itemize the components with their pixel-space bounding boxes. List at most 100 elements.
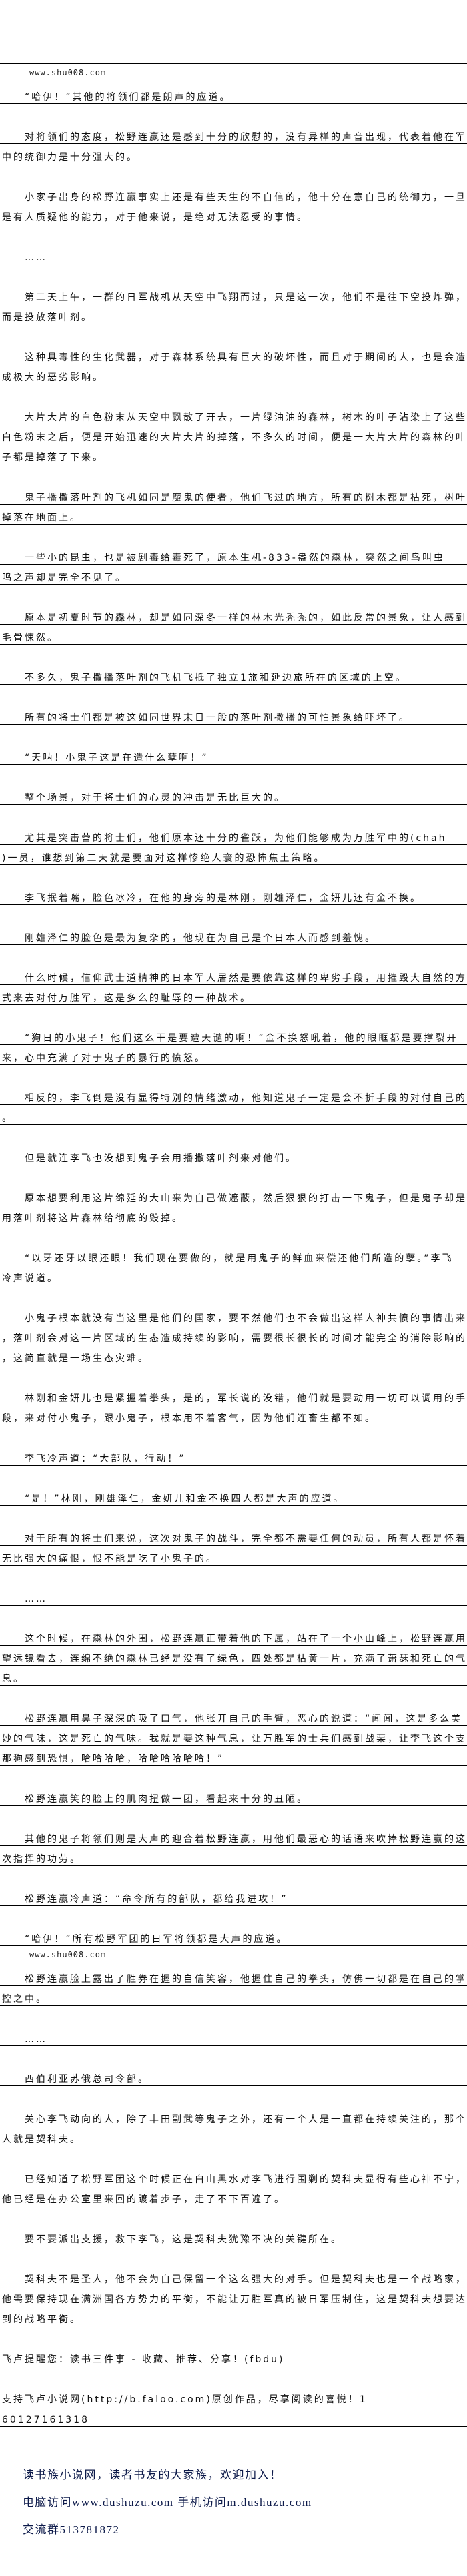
paragraph-spacer xyxy=(0,1225,467,1245)
text-line: 松野连赢冷声道：“命令所有的部队，都给我进攻！” xyxy=(0,1886,467,1906)
paragraph: “狗日的小鬼子！他们这么干是要遭天谴的啊！”金不换怒吼着，他的眼眶都是要撑裂开来… xyxy=(0,1005,467,1065)
paragraph-spacer xyxy=(0,1606,467,1626)
paragraph-spacer xyxy=(0,1365,467,1385)
text-line: 控之中。 xyxy=(0,1986,467,2006)
text-line: 掉落在地面上。 xyxy=(0,505,467,525)
paragraph: 其他的鬼子将领们则是大声的迎合着松野连赢，用他们最恶心的话语来吹捧松野连赢的这次… xyxy=(0,1806,467,1866)
paragraph-spacer xyxy=(0,1065,467,1085)
paragraph: www.shu008.com“哈伊！”其他的将领们都是朗声的应道。 xyxy=(0,64,467,104)
text-line: 大片大片的白色粉末从天空中飘散了开去，一片绿油油的森林，树木的叶子沾染上了这些 xyxy=(0,404,467,424)
text-line: 到的战略平衡。 xyxy=(0,2306,467,2326)
text-line: 关心李飞动向的人，除了丰田副武等鬼子之外，还有一个人是一直都在持续关注的，那个 xyxy=(0,2106,467,2126)
text-line: 是有人质疑他的能力，对于他来说，是绝对无法忍受的事情。 xyxy=(0,204,467,224)
paragraph: 但是就连李飞也没想到鬼子会用播撒落叶剂来对他们。 xyxy=(0,1125,467,1165)
paragraph-spacer xyxy=(0,1766,467,1786)
text-line: …… xyxy=(0,1586,467,1606)
text-line: “是！”林刚，刚雄泽仁，金妍儿和金不换四人都是大声的应道。 xyxy=(0,1486,467,1506)
text-line: 息。 xyxy=(0,1666,467,1686)
paragraph: 李飞冷声道：“大部队，行动！” xyxy=(0,1425,467,1466)
paragraph: 对将领们的态度，松野连赢还是感到十分的欣慰的，没有异样的声音出现，代表着他在军中… xyxy=(0,104,467,164)
paragraph-spacer xyxy=(0,324,467,344)
paragraph-spacer xyxy=(0,2006,467,2026)
text-line: 妙的气味，这是死亡的气味。我就是要这种气息，让万胜军的士兵们感到战栗，让李飞这个… xyxy=(0,1726,467,1746)
text-line: 刚雄泽仁的脸色是最为复杂的，他现在为自己是个日本人而感到羞愧。 xyxy=(0,925,467,945)
paragraph: 李飞抿着嘴，脸色冰冷，在他的身旁的是林刚，刚雄泽仁，金妍儿还有金不换。 xyxy=(0,865,467,905)
text-line: 西伯利亚苏俄总司令部。 xyxy=(0,2066,467,2086)
paragraph: 一些小的昆虫，也是被剧毒给毒死了，原本生机-833-盎然的森林，突然之间鸟叫虫鸣… xyxy=(0,525,467,585)
paragraph: 林刚和金妍儿也是紧握着拳头，是的，军长说的没错，他们就是要动用一切可以调用的手段… xyxy=(0,1365,467,1425)
paragraph-spacer xyxy=(0,805,467,825)
text-line: 子都是掉落了下来。 xyxy=(0,444,467,464)
paragraph: 松野连赢冷声道：“命令所有的部队，都给我进攻！” xyxy=(0,1866,467,1906)
text-line: 白色粉末之后，便是开始迅速的大片大片的掉落，不多久的时间，便是一大片大片的森林的… xyxy=(0,424,467,444)
footer-access-links[interactable]: 电脑访问www.dushuzu.com 手机访问m.dushuzu.com xyxy=(23,2496,312,2509)
paragraph-spacer xyxy=(0,905,467,925)
paragraph: 契科夫不是圣人，他不会为自己保留一个这么强大的对手。但是契科夫也是一个战略家，他… xyxy=(0,2246,467,2326)
paragraph: 松野连赢用鼻子深深的吸了口气，他张开自己的手臂，恶心的说道：“闻闻，这是多么美妙… xyxy=(0,1686,467,1766)
text-line: 李飞抿着嘴，脸色冰冷，在他的身旁的是林刚，刚雄泽仁，金妍儿还有金不换。 xyxy=(0,885,467,905)
paragraph-spacer xyxy=(0,164,467,184)
text-line: 鸣之声却是完全不见了。 xyxy=(0,565,467,585)
text-line: 次指挥的功劳。 xyxy=(0,1846,467,1866)
text-line: 冷声说道。 xyxy=(0,1265,467,1285)
text-line: 用落叶剂将这片森林给彻底的毁掉。 xyxy=(0,1205,467,1225)
text-line: 林刚和金妍儿也是紧握着拳头，是的，军长说的没错，他们就是要动用一切可以调用的手 xyxy=(0,1385,467,1405)
paragraph-spacer xyxy=(0,464,467,485)
paragraph-spacer xyxy=(0,1125,467,1145)
text-line: 段，来对付小鬼子，跟小鬼子，根本用不着客气，因为他们连畜生都不如。 xyxy=(0,1405,467,1425)
paragraph: …… xyxy=(0,1566,467,1606)
paragraph: 要不要派出支援，救下李飞，这是契科夫犹豫不决的关键所在。 xyxy=(0,2206,467,2246)
paragraph-spacer xyxy=(0,2326,467,2346)
paragraph-spacer xyxy=(0,1806,467,1826)
footer-group-number: 交流群513781872 xyxy=(23,2523,120,2536)
paragraph-spacer xyxy=(0,525,467,545)
paragraph-spacer xyxy=(0,104,467,124)
paragraph-spacer xyxy=(0,685,467,705)
divider xyxy=(0,63,467,64)
paragraph-spacer xyxy=(0,1906,467,1926)
paragraph: 松野连赢笑的脸上的肌肉扭做一团，看起来十分的丑陋。 xyxy=(0,1766,467,1806)
paragraph: “哈伊！”所有松野军团的日军将领都是大声的应道。 xyxy=(0,1906,467,1946)
text-line: “哈伊！”其他的将领们都是朗声的应道。 xyxy=(0,84,467,104)
text-line: 无比强大的痛恨，恨不能是吃了小鬼子的。 xyxy=(0,1546,467,1566)
paragraph: 小家子出身的松野连赢事实上还是有些天生的不自信的，他十分在意自己的统御力，一旦是… xyxy=(0,164,467,224)
paragraph-spacer xyxy=(0,2206,467,2226)
text-line: 而是投放落叶剂。 xyxy=(0,304,467,324)
paragraph-spacer xyxy=(0,264,467,284)
text-line: 松野连赢笑的脸上的肌肉扭做一团，看起来十分的丑陋。 xyxy=(0,1786,467,1806)
text-line: 他需要保持现在满洲国各方势力的平衡，不能让万胜军真的被日军压制住，这是契科夫想要… xyxy=(0,2286,467,2306)
text-line: 小家子出身的松野连赢事实上还是有些天生的不自信的，他十分在意自己的统御力，一旦 xyxy=(0,184,467,204)
text-line: 对将领们的态度，松野连赢还是感到十分的欣慰的，没有异样的声音出现，代表着他在军 xyxy=(0,124,467,144)
paragraph-spacer xyxy=(0,645,467,665)
paragraph: “是！”林刚，刚雄泽仁，金妍儿和金不换四人都是大声的应道。 xyxy=(0,1466,467,1506)
paragraph: 不多久，鬼子撒播落叶剂的飞机飞抵了独立1旅和延边旅所在的区域的上空。 xyxy=(0,645,467,685)
paragraph: 什么时候，信仰武士道精神的日本军人居然是要依靠这样的卑劣手段，用摧毁大自然的方式… xyxy=(0,945,467,1005)
text-line: 其他的鬼子将领们则是大声的迎合着松野连赢，用他们最恶心的话语来吹捧松野连赢的这 xyxy=(0,1826,467,1846)
paragraph-spacer xyxy=(0,1285,467,1305)
text-line: “狗日的小鬼子！他们这么干是要遭天谴的啊！”金不换怒吼着，他的眼眶都是要撑裂开 xyxy=(0,1025,467,1045)
text-line: 尤其是突击营的将士们，他们原本还十分的雀跃，为他们能够成为万胜军中的(chah xyxy=(0,825,467,845)
text-line: …… xyxy=(0,2026,467,2046)
paragraph: 整个场景，对于将士们的心灵的冲击是无比巨大的。 xyxy=(0,765,467,805)
paragraph: …… xyxy=(0,224,467,264)
text-line: 鬼子播撒落叶剂的飞机如同是魔鬼的使者，他们飞过的地方，所有的树木都是枯死，树叶 xyxy=(0,485,467,505)
text-line: “以牙还牙以眼还眼！我们现在要做的，就是用鬼子的鲜血来偿还他们所造的孽。”李飞 xyxy=(0,1245,467,1265)
text-line: “哈伊！”所有松野军团的日军将领都是大声的应道。 xyxy=(0,1926,467,1946)
paragraph: 西伯利亚苏俄总司令部。 xyxy=(0,2046,467,2086)
site-watermark-text: www.shu008.com xyxy=(29,1950,107,1959)
paragraph: “天呐！小鬼子这是在造什么孽啊！” xyxy=(0,725,467,765)
text-line: 人就是契科夫。 xyxy=(0,2126,467,2146)
text-line: 成极大的恶劣影响。 xyxy=(0,364,467,384)
text-line: 这个时候，在森林的外围，松野连赢正带着他的下属，站在了一个小山峰上，松野连赢用 xyxy=(0,1626,467,1646)
paragraph: 关心李飞动向的人，除了丰田副武等鬼子之外，还有一个人是一直都在持续关注的，那个人… xyxy=(0,2086,467,2146)
paragraph-spacer xyxy=(0,1686,467,1706)
paragraph: 已经知道了松野军团这个时候正在白山黑水对李飞进行围剿的契科夫显得有些心神不宁，他… xyxy=(0,2146,467,2206)
text-line: 不多久，鬼子撒播落叶剂的飞机飞抵了独立1旅和延边旅所在的区域的上空。 xyxy=(0,665,467,685)
paragraph: …… xyxy=(0,2006,467,2046)
paragraph-spacer xyxy=(0,1005,467,1025)
top-margin xyxy=(0,0,467,63)
paragraph-spacer xyxy=(0,865,467,885)
text-line: 对于所有的将士们来说，这次对鬼子的战斗，完全都不需要任何的动员，所有人都是怀着 xyxy=(0,1526,467,1546)
paragraph: 刚雄泽仁的脸色是最为复杂的，他现在为自己是个日本人而感到羞愧。 xyxy=(0,905,467,945)
